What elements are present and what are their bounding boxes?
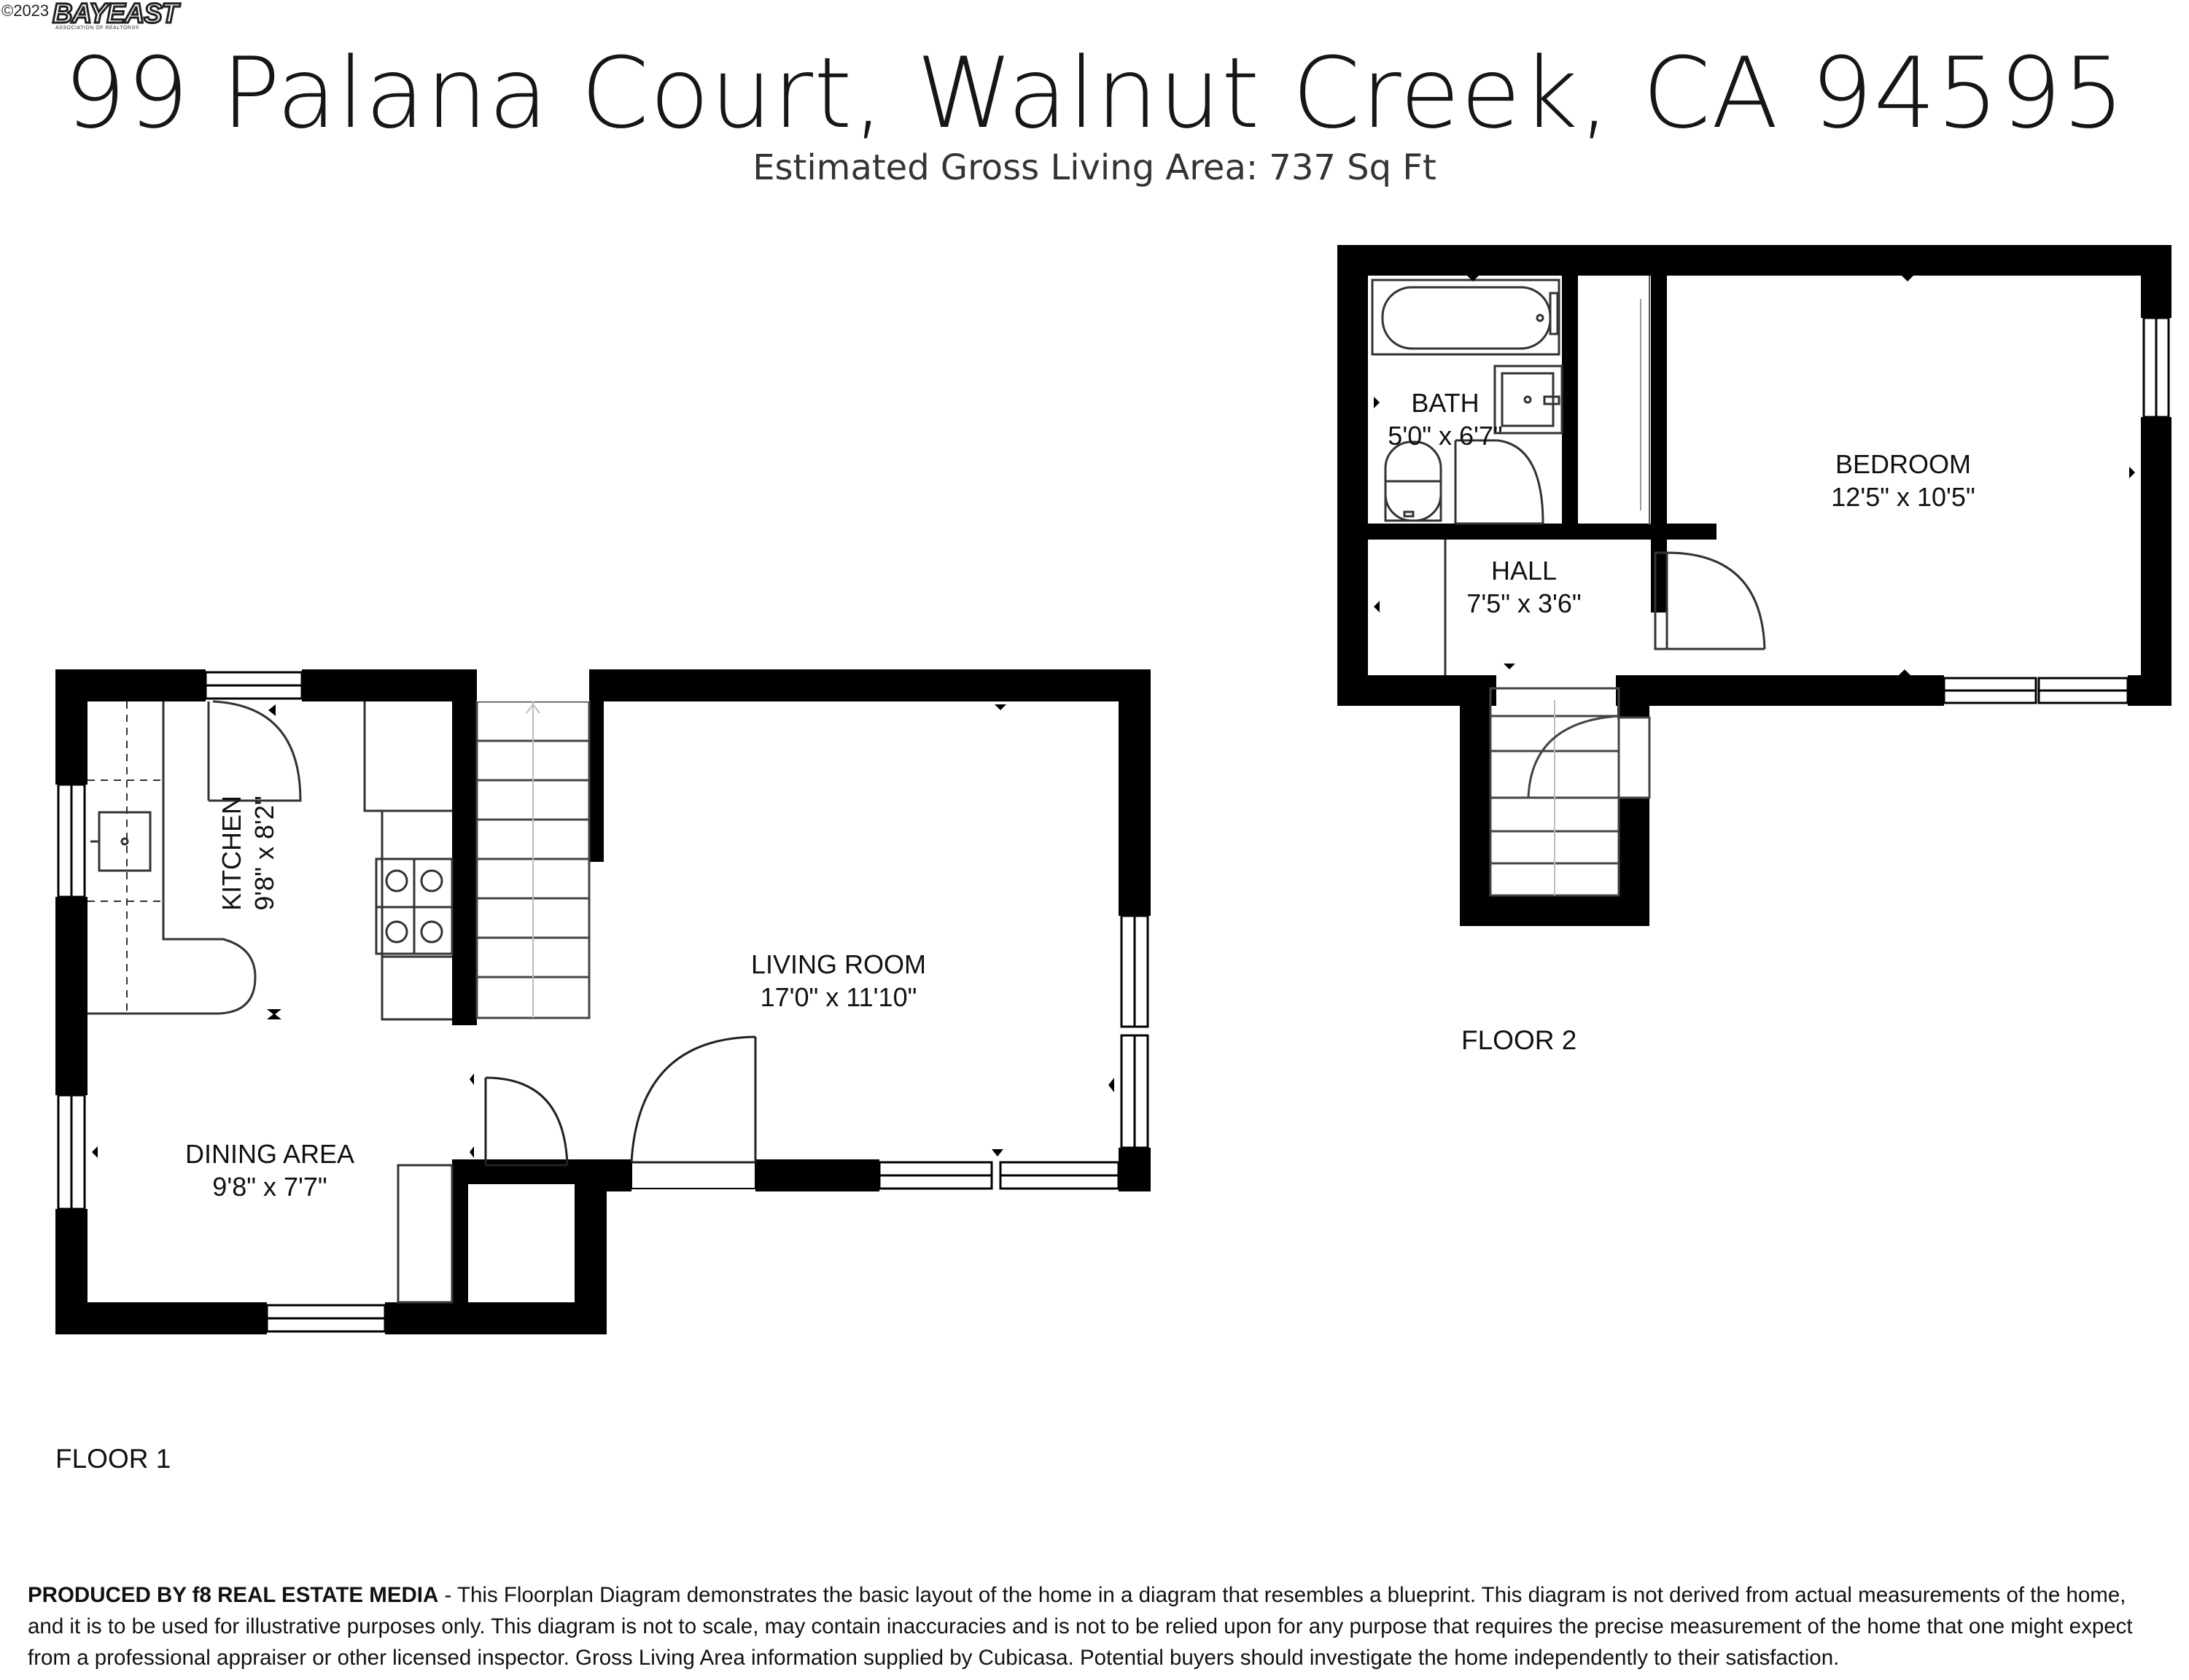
room-dims: 12'5" x 10'5" [1831, 482, 1975, 512]
room-label-bath: BATH 5'0" x 6'7" [1388, 386, 1502, 452]
room-label-dining-area: DINING AREA 9'8" x 7'7" [185, 1138, 354, 1203]
room-label-kitchen: KITCHEN 9'8" x 8'2" [215, 796, 281, 911]
room-name: BEDROOM [1835, 449, 1971, 479]
floor-1-windows [57, 671, 1149, 1333]
page-title: 99 Palana Court, Walnut Creek, CA 94595 [63, 36, 2126, 150]
room-label-hall: HALL 7'5" x 3'6" [1466, 554, 1581, 620]
floor-1-walls [55, 669, 1151, 1334]
floor-2-stairs [1489, 687, 1651, 897]
floor-1-plan [55, 669, 1151, 1334]
logo-subtitle: ASSOCIATION OF REALTORS® [55, 26, 140, 31]
floor-2-plan [1337, 245, 2171, 926]
room-label-bedroom: BEDROOM 12'5" x 10'5" [1831, 448, 1975, 513]
floor-2-windows [1943, 316, 2170, 704]
room-dims: 17'0" x 11'10" [760, 982, 917, 1012]
room-dims: 5'0" x 6'7" [1388, 421, 1503, 451]
copyright-text: ©2023 [1, 1, 50, 20]
floor-1-doors [484, 1035, 757, 1167]
floor-2-walls [1337, 245, 2171, 926]
room-dims: 7'5" x 3'6" [1466, 588, 1582, 618]
room-name: BATH [1411, 388, 1480, 418]
floor-2-label: FLOOR 2 [1461, 1025, 1577, 1055]
logo-wordmark: BAYEAST [52, 0, 180, 29]
room-name: LIVING ROOM [750, 949, 927, 979]
bayeast-logo: BAYEAST ASSOCIATION OF REALTORS® [52, 0, 180, 31]
kitchen-fixtures [88, 700, 454, 1304]
hall-lines [1444, 276, 1766, 675]
room-name: DINING AREA [184, 1139, 355, 1169]
producer-credit: PRODUCED BY f8 REAL ESTATE MEDIA [28, 1583, 439, 1607]
room-dims: 9'8" x 7'7" [212, 1172, 327, 1202]
page-subtitle: Estimated Gross Living Area: 737 Sq Ft [753, 147, 1436, 188]
floor-1-markers [92, 704, 1114, 1158]
bath-fixtures [1371, 279, 1563, 525]
disclaimer-text: PRODUCED BY f8 REAL ESTATE MEDIA - This … [28, 1579, 2164, 1673]
room-name: HALL [1490, 556, 1558, 586]
room-dims: 9'8" x 8'2" [249, 796, 279, 911]
floor-1-stairs [475, 669, 591, 1019]
floor-2-markers [1374, 276, 2135, 675]
room-label-living-room: LIVING ROOM 17'0" x 11'10" [751, 948, 926, 1014]
disclaimer-body: - This Floorplan Diagram demonstrates th… [28, 1583, 2133, 1670]
floor-1-label: FLOOR 1 [55, 1444, 171, 1474]
room-name: KITCHEN [217, 795, 246, 911]
